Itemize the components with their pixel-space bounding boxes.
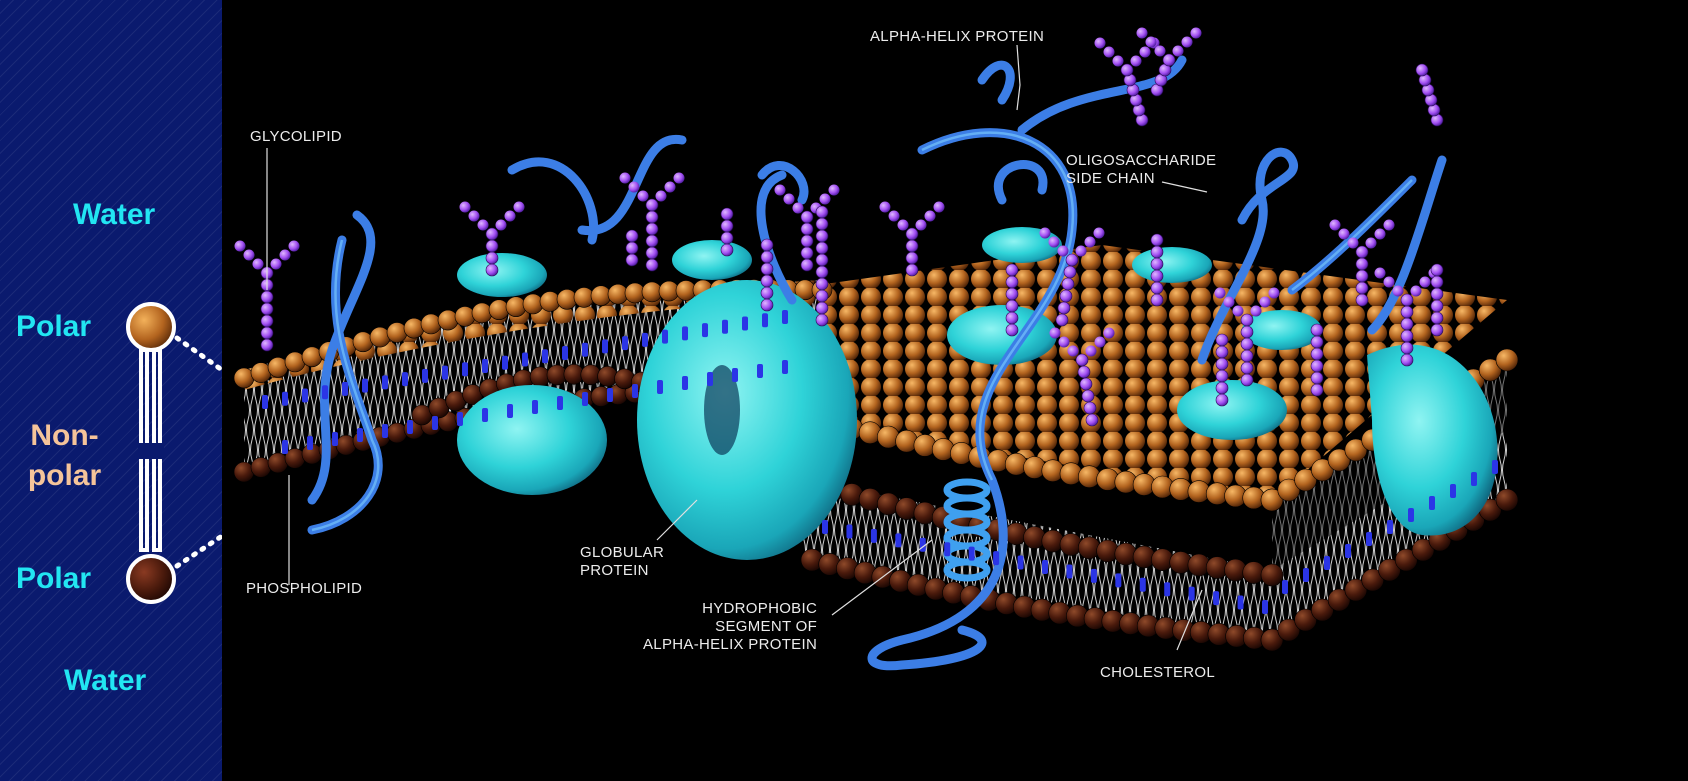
polar-head-bottom bbox=[128, 556, 174, 602]
connector-bottom bbox=[177, 536, 222, 566]
callout-alpha-helix-protein: ALPHA-HELIX PROTEIN bbox=[870, 28, 1044, 46]
callout-glycolipid: GLYCOLIPID bbox=[250, 128, 342, 146]
connector-top bbox=[177, 338, 222, 370]
sugar-chain bbox=[816, 206, 828, 326]
label-water-top: Water bbox=[73, 195, 155, 235]
sugar-chain bbox=[721, 208, 733, 256]
callout-cholesterol: CHOLESTEROL bbox=[1100, 664, 1215, 682]
protein-top-small bbox=[672, 240, 752, 280]
alpha-helix-coil bbox=[947, 482, 987, 578]
membrane-illustration: GLYCOLIPID ALPHA-HELIX PROTEIN OLIGOSACC… bbox=[222, 0, 1688, 781]
protein-surface-2 bbox=[1177, 380, 1287, 440]
callout-hydrophobic-segment: HYDROPHOBIC SEGMENT OF ALPHA-HELIX PROTE… bbox=[643, 600, 817, 654]
polar-head-top bbox=[128, 304, 174, 350]
callout-globular-protein: GLOBULAR PROTEIN bbox=[580, 544, 664, 580]
label-polar-top: Polar bbox=[16, 307, 91, 347]
sugar-chain bbox=[880, 202, 945, 277]
label-polar-bottom: Polar bbox=[16, 559, 91, 599]
label-nonpolar: Non- polar bbox=[22, 416, 107, 496]
fluid-mosaic-membrane-icon bbox=[222, 0, 1688, 781]
sugar-chain bbox=[1416, 64, 1443, 126]
label-water-bottom: Water bbox=[64, 661, 146, 701]
sugar-chain bbox=[626, 230, 638, 266]
callout-phospholipid: PHOSPHOLIPID bbox=[246, 580, 362, 598]
callout-oligosaccharide: OLIGOSACCHARIDE SIDE CHAIN bbox=[1066, 152, 1216, 188]
